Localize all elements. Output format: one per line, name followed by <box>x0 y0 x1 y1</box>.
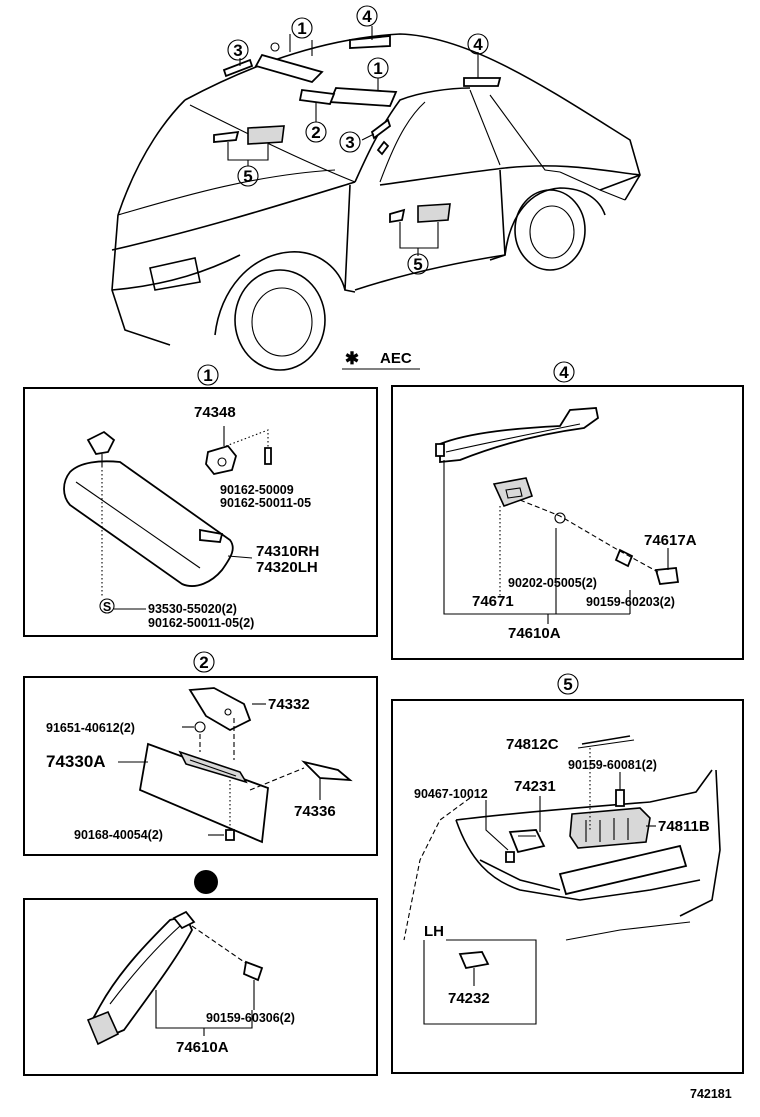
svg-text:74332: 74332 <box>268 696 310 713</box>
svg-text:2: 2 <box>311 123 320 142</box>
panel-5-courtesy-lamp: 5 LH 74812C 90159-60081(2) <box>391 673 744 1074</box>
svg-text:74336: 74336 <box>294 803 336 820</box>
svg-text:4: 4 <box>559 363 569 382</box>
svg-text:1: 1 <box>297 19 306 38</box>
callout-3b: 3 <box>339 131 361 153</box>
aec-marker: ✱ AEC <box>342 349 420 370</box>
svg-text:90168-40054(2): 90168-40054(2) <box>74 828 163 842</box>
svg-text:AEC: AEC <box>380 350 412 367</box>
panel-1-sun-visor: 1 S 74348 90162-50009 90162-50011-05 743… <box>23 364 378 637</box>
svg-text:1: 1 <box>373 59 382 78</box>
svg-text:93530-55020(2): 93530-55020(2) <box>148 602 237 616</box>
svg-text:4: 4 <box>362 7 372 26</box>
svg-text:90467-10012: 90467-10012 <box>414 787 488 801</box>
callout-4a: 4 <box>356 5 378 27</box>
svg-text:74610A: 74610A <box>176 1039 229 1056</box>
svg-text:74310RH: 74310RH <box>256 543 319 560</box>
svg-text:5: 5 <box>243 167 252 186</box>
svg-text:90159-60081(2): 90159-60081(2) <box>568 758 657 772</box>
svg-text:90159-60203(2): 90159-60203(2) <box>586 595 675 609</box>
callout-2: 2 <box>305 121 327 143</box>
svg-text:90162-50009: 90162-50009 <box>220 483 294 497</box>
svg-text:74811B: 74811B <box>658 818 710 835</box>
svg-text:5: 5 <box>413 255 422 274</box>
svg-text:90162-50011-05(2): 90162-50011-05(2) <box>148 616 254 630</box>
svg-text:4: 4 <box>473 35 483 54</box>
callout-3a: 3 <box>227 39 249 61</box>
svg-text:74610A: 74610A <box>508 625 561 642</box>
svg-text:74617A: 74617A <box>644 532 697 549</box>
callout-1b: 1 <box>367 57 389 79</box>
svg-text:90162-50011-05: 90162-50011-05 <box>220 496 311 510</box>
svg-text:74231: 74231 <box>514 778 556 795</box>
callout-1a: 1 <box>291 17 313 39</box>
black-dot-marker <box>194 870 218 894</box>
svg-text:90202-05005(2): 90202-05005(2) <box>508 576 597 590</box>
svg-text:LH: LH <box>424 923 444 940</box>
svg-text:3: 3 <box>233 41 242 60</box>
svg-text:✱: ✱ <box>345 349 359 368</box>
svg-text:74348: 74348 <box>194 404 236 421</box>
svg-text:90159-60306(2): 90159-60306(2) <box>206 1011 295 1025</box>
callout-4b: 4 <box>467 33 489 55</box>
svg-text:2: 2 <box>199 653 208 672</box>
car-overview: 1 4 3 1 2 3 4 5 5 <box>111 5 641 371</box>
panel-3-grip: 90159-60306(2) 74610A <box>23 898 378 1076</box>
callout-5a: 5 <box>237 165 259 187</box>
diagram-id: 742181 <box>690 1087 732 1101</box>
svg-text:74812C: 74812C <box>506 736 559 753</box>
svg-text:5: 5 <box>563 675 572 694</box>
svg-text:91651-40612(2): 91651-40612(2) <box>46 721 135 735</box>
svg-text:74330A: 74330A <box>46 752 106 771</box>
svg-text:1: 1 <box>203 366 212 385</box>
panel-4-assist-grip: 4 74617A 90202-05005(2) 74671 90159-6020… <box>391 361 744 660</box>
svg-text:74671: 74671 <box>472 593 514 610</box>
svg-text:3: 3 <box>345 133 354 152</box>
svg-text:S: S <box>103 600 111 614</box>
svg-text:74320LH: 74320LH <box>256 559 318 576</box>
callout-5b: 5 <box>407 253 429 275</box>
svg-text:74232: 74232 <box>448 990 490 1007</box>
panel-2-sun-visor-assy: 2 74332 91651-40612(2) 74330A 74336 9016… <box>23 651 378 856</box>
